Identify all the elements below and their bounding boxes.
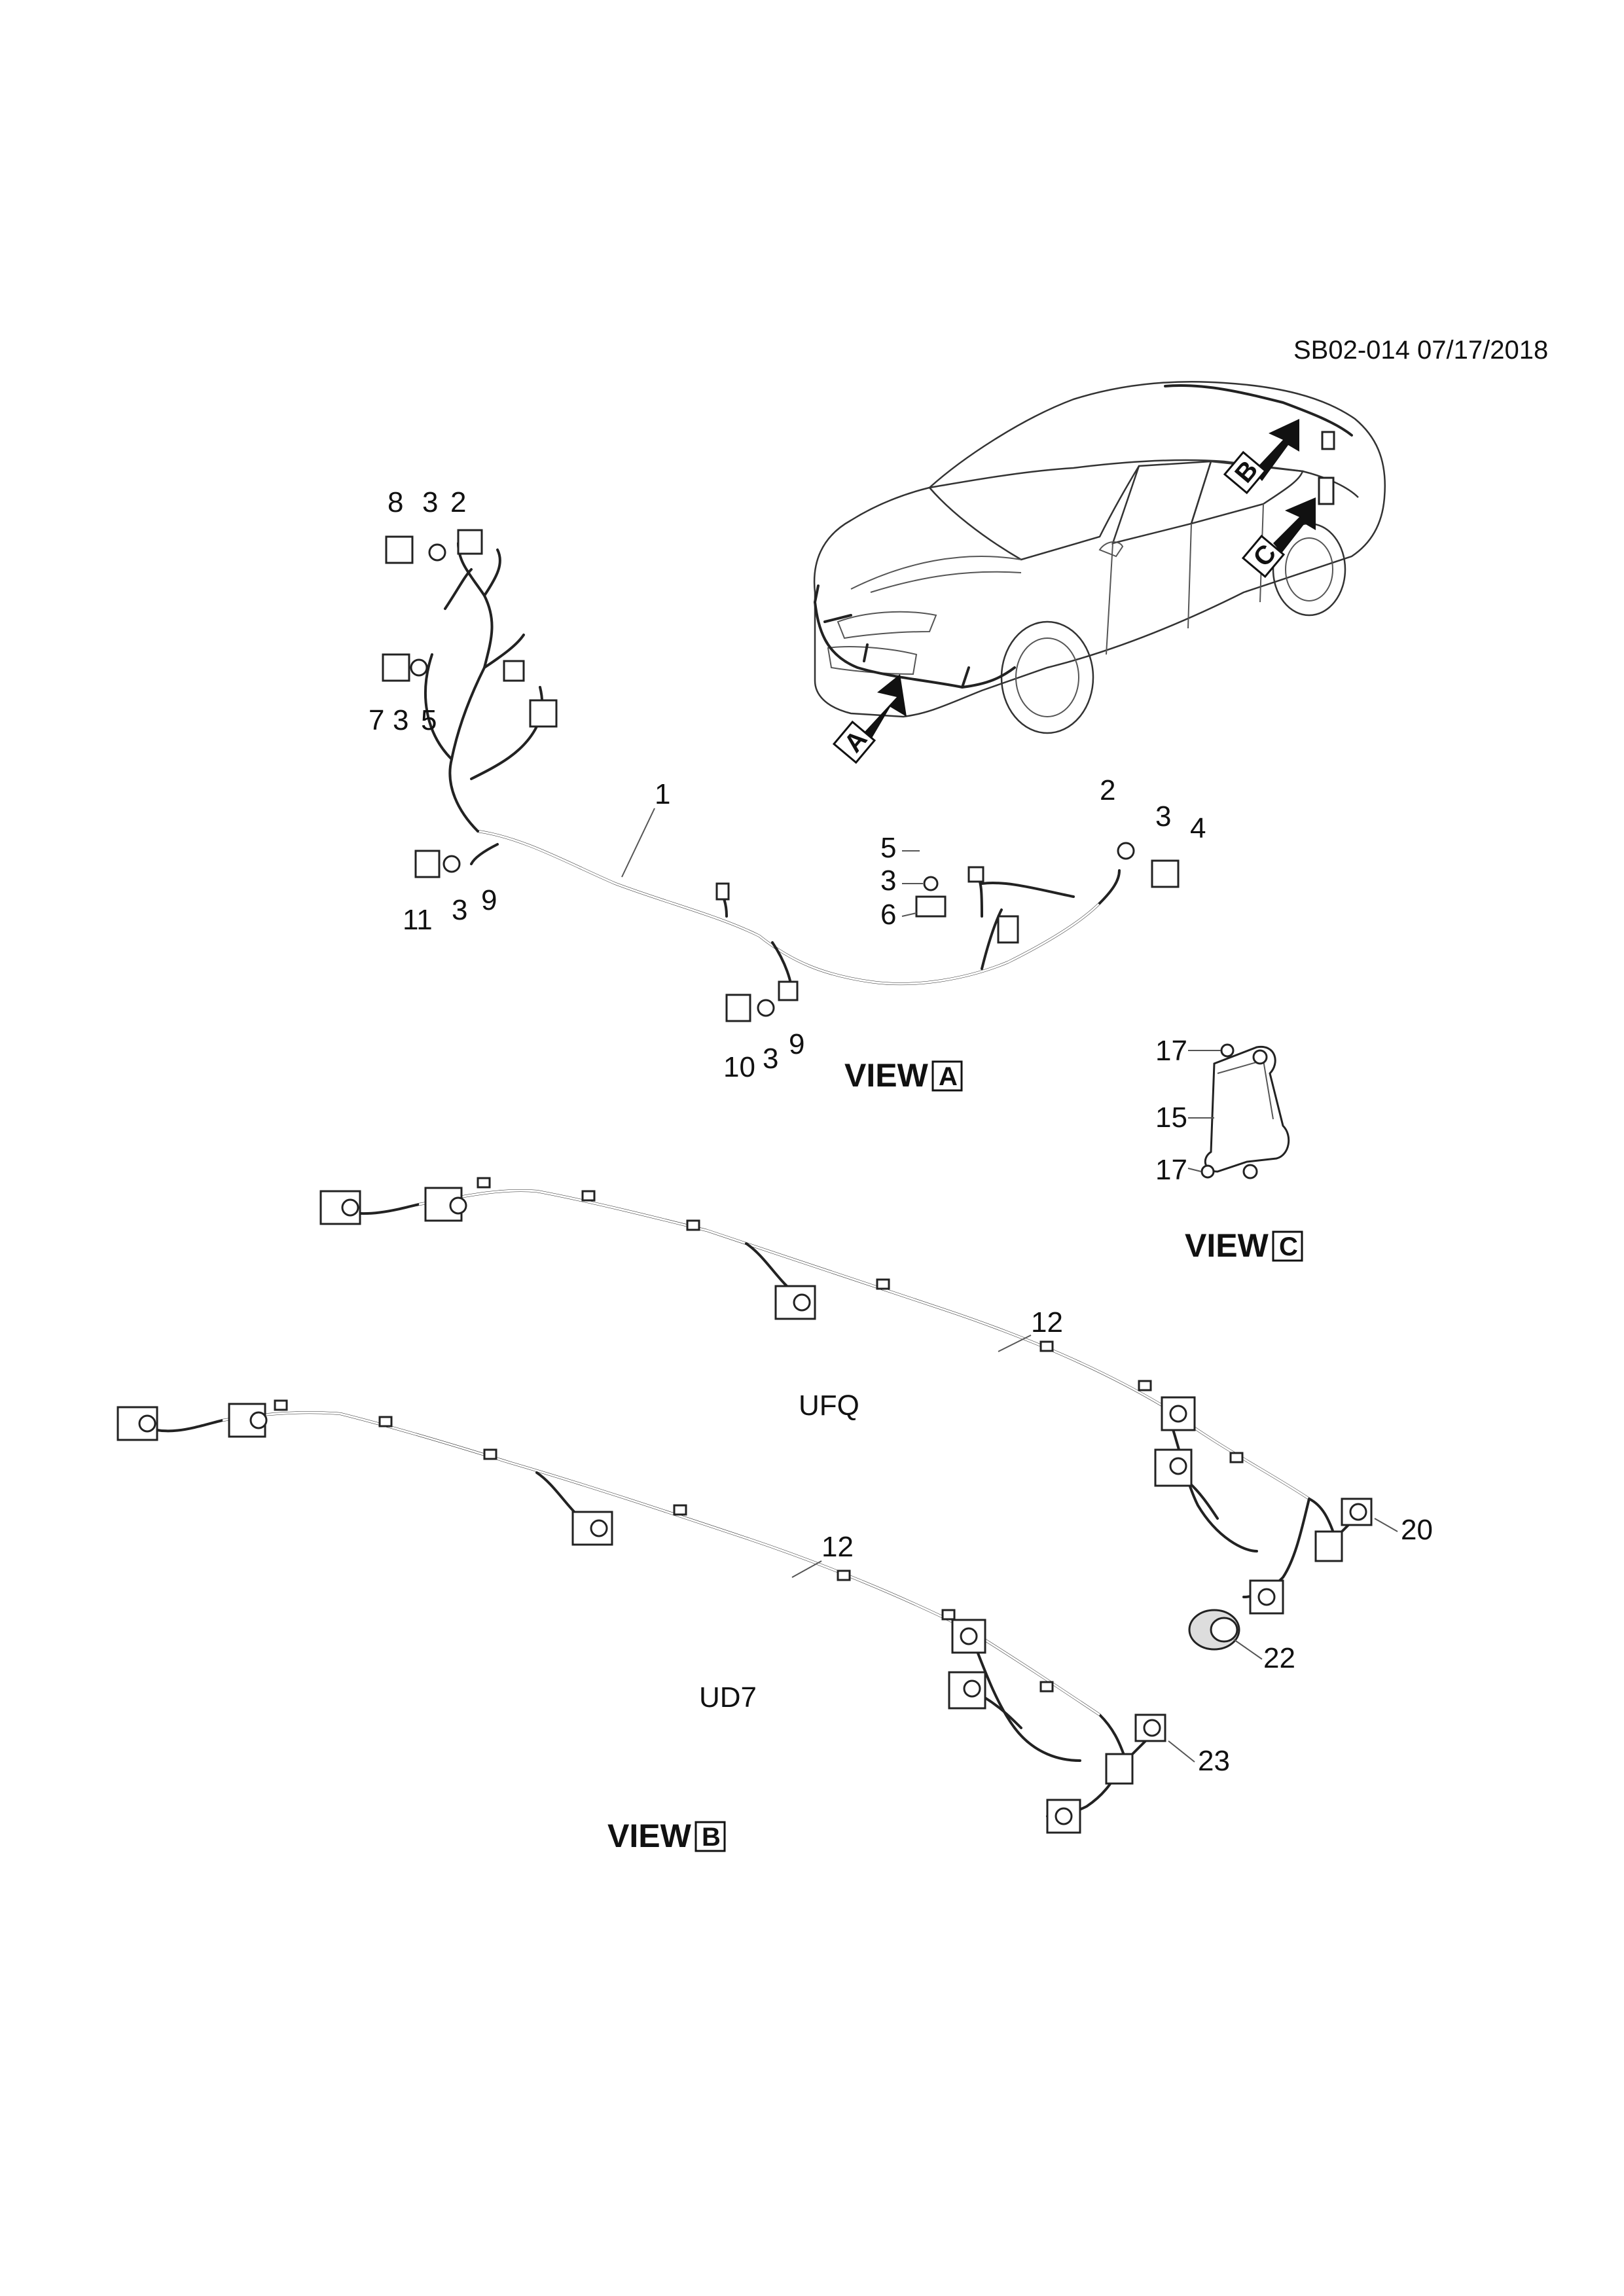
view-a-callouts: 8 3 2 7 3 5 1 11 3 9 2 3 4 5 3 6 10 3 9 [369,486,1206,1083]
callout-23: 23 [1198,1745,1230,1777]
view-a-word: VIEW [844,1057,929,1094]
view-c-module: 17 15 17 [1155,1035,1290,1186]
view-a-title: VIEW A [844,1057,963,1094]
callout-12: 12 [821,1531,854,1563]
view-c-title: VIEW C [1185,1227,1303,1264]
arrow-c: C [1241,497,1316,579]
callout-3: 3 [763,1043,778,1075]
variant-label-ud7: UD7 [699,1681,757,1713]
view-b-harness-ud7: 12 UD7 23 [117,1399,1230,1834]
view-a-harness [382,529,1180,1022]
callout-7: 7 [369,704,384,736]
callout-22: 22 [1263,1642,1295,1674]
callout-6: 6 [880,899,896,931]
callout-3: 3 [880,865,896,897]
callout-1: 1 [655,778,670,810]
callout-3: 3 [1155,800,1171,833]
view-b-title: VIEW B [607,1818,726,1854]
variant-label-ufq: UFQ [799,1390,859,1422]
callout-9: 9 [481,884,497,916]
view-a-letter: A [939,1062,958,1091]
diagram-reference: SB02-014 07/17/2018 [1293,336,1548,365]
arrow-a: A [832,674,907,764]
callout-3: 3 [393,704,408,736]
view-c-word: VIEW [1185,1227,1269,1264]
callout-9: 9 [789,1028,804,1060]
callout-5: 5 [421,704,437,736]
callout-3: 3 [422,486,438,518]
callout-2: 2 [1100,774,1115,806]
callout-4: 4 [1190,812,1206,844]
callout-11: 11 [403,904,433,936]
callout-20: 20 [1401,1514,1433,1546]
callout-17: 17 [1155,1035,1187,1067]
callout-15: 15 [1155,1102,1187,1134]
callout-8: 8 [388,486,403,518]
callout-5: 5 [880,832,896,864]
view-b-letter: B [702,1823,721,1852]
callout-17: 17 [1155,1154,1187,1186]
view-b-word: VIEW [607,1818,692,1854]
callout-3: 3 [452,894,467,926]
callout-2: 2 [450,486,466,518]
vehicle-illustration [813,381,1386,734]
arrow-b: B [1223,419,1299,495]
callout-10: 10 [723,1051,755,1083]
callout-12: 12 [1031,1306,1063,1338]
view-c-letter: C [1279,1232,1298,1261]
view-b-harness-ufq: 12 UFQ 20 22 [319,1177,1433,1674]
